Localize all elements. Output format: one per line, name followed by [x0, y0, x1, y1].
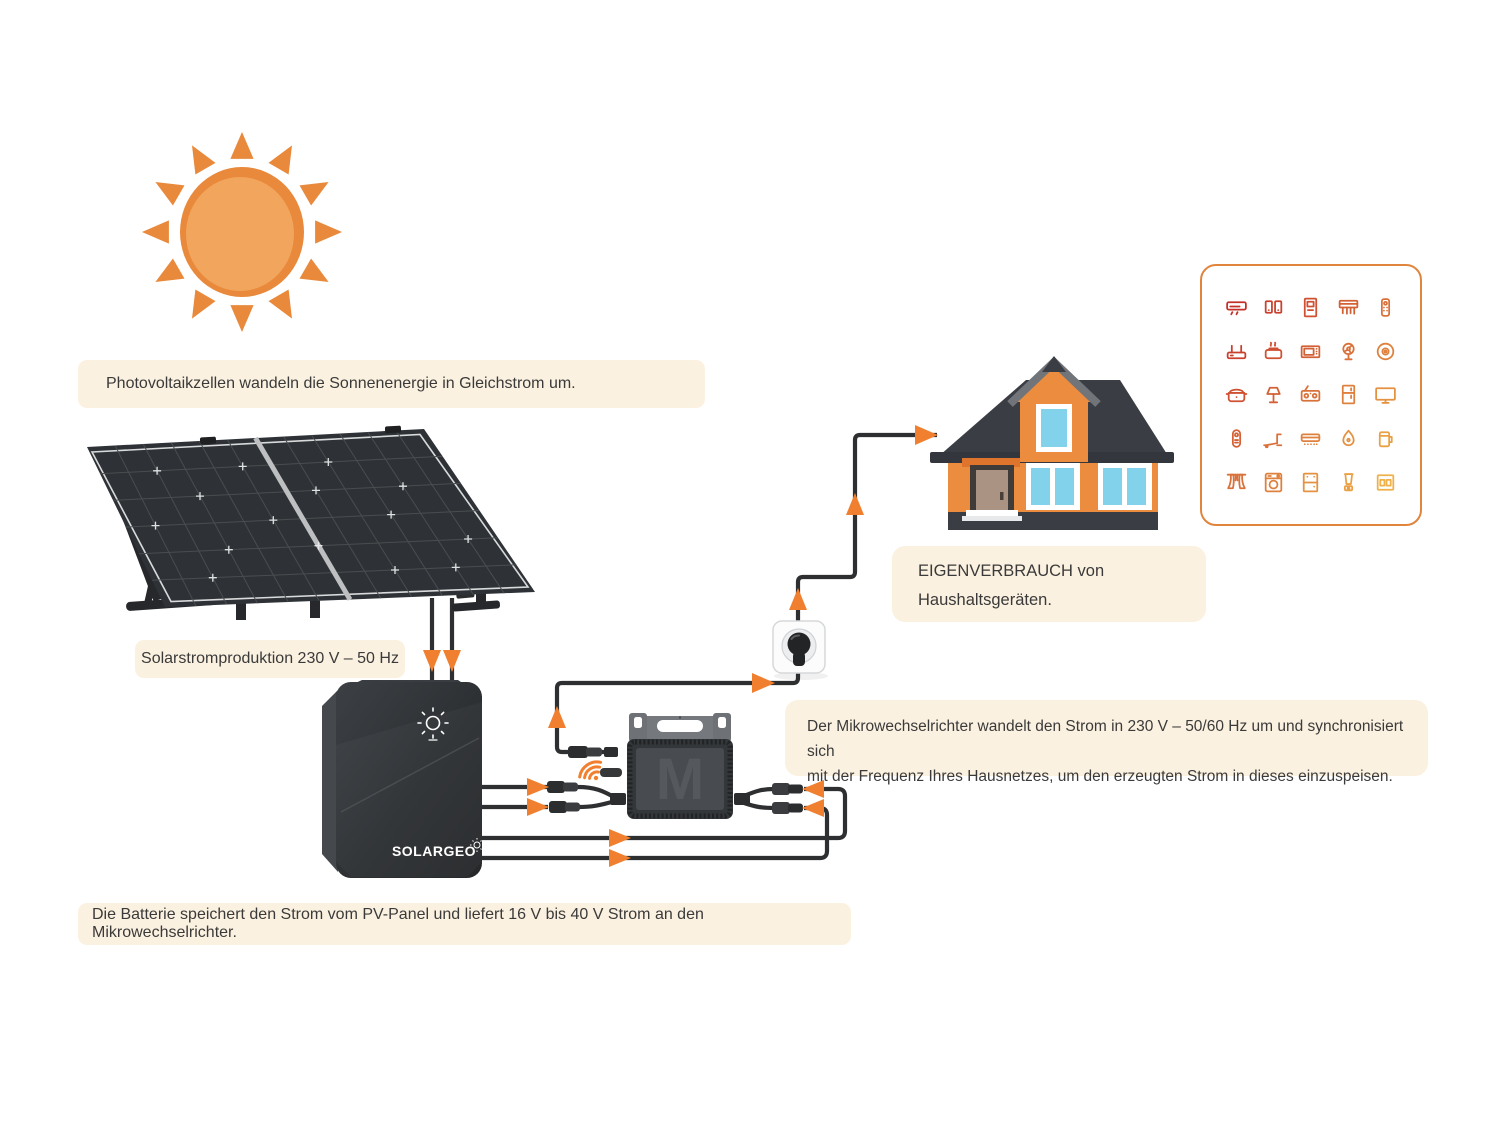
battery-brand-sun-icon [470, 838, 484, 852]
garment-steamer-icon [1336, 426, 1361, 451]
house-window [1026, 463, 1080, 510]
battery-brand: SOLARGEO [392, 843, 476, 859]
fan-coil-icon [1336, 295, 1361, 320]
note-photovoltaik: Photovoltaikzellen wandeln die Sonnenene… [78, 360, 705, 408]
note-eigenverbrauch: EIGENVERBRAUCH von Haushaltsgeräten. [892, 546, 1206, 622]
water-dispenser-icon [1298, 295, 1323, 320]
table-fan-icon [1336, 339, 1361, 364]
desk-lamp-icon [1261, 382, 1286, 407]
note-batterie-text: Die Batterie speichert den Strom vom PV-… [92, 906, 704, 941]
curtains-icon [1224, 470, 1249, 495]
front-door [962, 458, 1022, 521]
appliance-grid [1202, 266, 1420, 524]
inverter-bracket [629, 713, 731, 742]
microwave-icon [1298, 339, 1323, 364]
blender-icon [1336, 470, 1361, 495]
note-mikrowechselrichter-line1: Der Mikrowechselrichter wandelt den Stro… [807, 718, 1404, 760]
refrigerator-icon [1336, 382, 1361, 407]
radio-icon [1298, 382, 1323, 407]
microinverter: M [600, 713, 750, 819]
rice-cooker-icon [1224, 382, 1249, 407]
dormer [1007, 356, 1101, 462]
split-ac-icon [1224, 295, 1249, 320]
battery: SOLARGEO [322, 680, 484, 878]
note-mikrowechselrichter: Der Mikrowechselrichter wandelt den Stro… [785, 700, 1428, 785]
battery-sun-logo [417, 707, 449, 741]
remote-control-icon [1373, 295, 1398, 320]
router-icon [1224, 339, 1249, 364]
inverter-logo: M [656, 747, 704, 812]
wifi-icon [578, 760, 603, 781]
panel-divider [253, 436, 353, 601]
appliance-panel [1200, 264, 1422, 526]
kettle-icon [1373, 426, 1398, 451]
wall-socket [772, 620, 828, 680]
air-conditioner-icon [1298, 426, 1323, 451]
robot-vacuum-icon [1373, 339, 1398, 364]
note-solarstrom: Solarstromproduktion 230 V – 50 Hz [135, 640, 405, 678]
house-window [1098, 463, 1152, 510]
sun-icon [142, 132, 342, 332]
note-batterie: Die Batterie speichert den Strom vom PV-… [78, 903, 851, 945]
washing-machine-icon [1261, 470, 1286, 495]
house [930, 356, 1174, 530]
note-photovoltaik-text: Photovoltaikzellen wandeln die Sonnenene… [106, 375, 576, 392]
smart-speaker-icon [1224, 426, 1249, 451]
smartphones-icon [1261, 295, 1286, 320]
freezer-icon [1298, 470, 1323, 495]
note-solarstrom-text: Solarstromproduktion 230 V – 50 Hz [141, 650, 399, 667]
treadmill-icon [1261, 426, 1286, 451]
note-eigenverbrauch-line1: EIGENVERBRAUCH von [918, 562, 1105, 580]
solar-panel [87, 425, 535, 620]
toaster-icon [1261, 339, 1286, 364]
note-mikrowechselrichter-line2: mit der Frequenz Ihres Hausnetzes, um de… [807, 768, 1393, 785]
television-icon [1373, 382, 1398, 407]
power-socket-icon [1373, 470, 1398, 495]
flow-arrows [423, 425, 938, 867]
power-plug-icon [787, 632, 811, 666]
note-eigenverbrauch-line2: Haushaltsgeräten. [918, 591, 1052, 609]
cable-connectors [547, 746, 803, 814]
